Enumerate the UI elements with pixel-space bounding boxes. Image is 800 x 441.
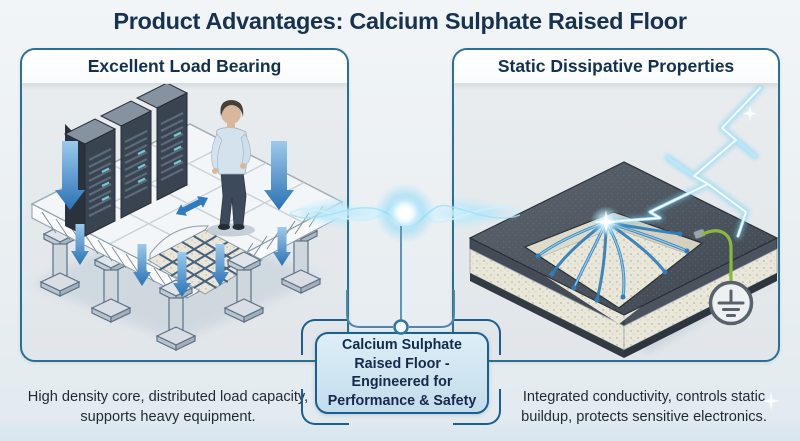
lightning-bolt — [590, 84, 764, 240]
left-panel-header: Excellent Load Bearing — [22, 50, 347, 84]
center-box-line: Engineered for — [351, 374, 453, 390]
load-arrow-small — [173, 252, 191, 297]
load-bearing-illustration — [30, 84, 347, 351]
sparkle-icon — [743, 106, 757, 121]
left-caption: High density core, distributed load capa… — [27, 388, 309, 425]
floor-pedestals-front — [155, 251, 265, 351]
sparkle-icon — [762, 392, 780, 410]
center-box-line: Raised Floor - — [354, 355, 450, 372]
right-panel-illustration — [454, 84, 778, 360]
corner-bracket — [453, 319, 501, 355]
load-arrow-small — [71, 224, 89, 265]
center-box-line: Performance & Safety — [327, 392, 477, 409]
earth-ground-symbol-icon — [708, 280, 754, 326]
left-panel: Excellent Load Bearing — [20, 48, 349, 362]
server-rack — [135, 84, 189, 201]
corner-bracket — [453, 389, 501, 425]
load-arrows-down — [55, 141, 294, 297]
server-rack — [99, 100, 153, 219]
corner-bracket — [301, 319, 349, 355]
center-box-line: Calcium Sulphate — [342, 337, 462, 353]
ground-wire — [692, 228, 733, 283]
left-panel-illustration — [22, 84, 347, 360]
right-panel: Static Dissipative Properties — [452, 48, 780, 362]
connector-lines — [346, 226, 455, 335]
technician-person — [207, 100, 255, 237]
span-double-arrow — [175, 196, 209, 216]
load-arrow — [264, 141, 294, 210]
floor-panel-cutaway — [468, 161, 778, 358]
center-summary-box: Calcium Sulphate Raised Floor - Engineer… — [315, 332, 489, 414]
load-arrow-small — [273, 227, 291, 266]
beam-core-glow — [375, 183, 435, 243]
page-title: Product Advantages: Calcium Sulphate Rai… — [113, 8, 687, 34]
right-panel-header: Static Dissipative Properties — [454, 50, 778, 84]
bottom-band — [0, 421, 800, 441]
load-arrow-small — [211, 244, 229, 286]
person-shadow — [207, 223, 255, 237]
corner-bracket — [301, 389, 349, 425]
right-caption: Integrated conductivity, controls static… — [521, 388, 767, 425]
load-arrow-small — [133, 244, 151, 286]
static-dissipative-illustration — [454, 84, 778, 358]
load-arrow — [55, 141, 85, 210]
